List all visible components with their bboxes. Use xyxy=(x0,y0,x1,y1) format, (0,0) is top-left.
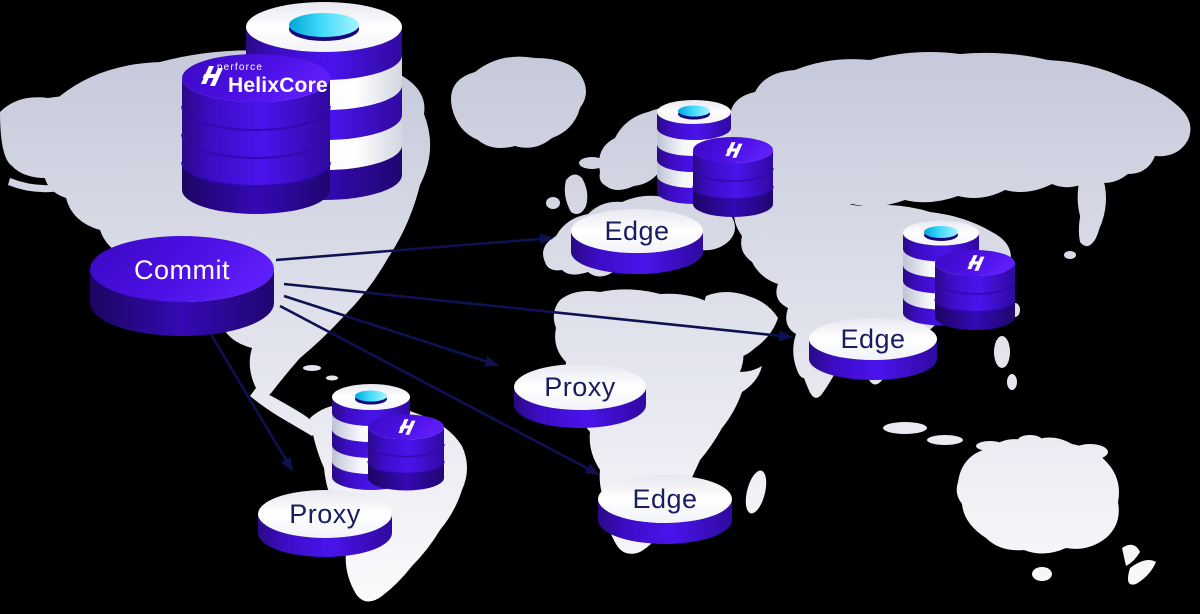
proxy-south-america-label: Proxy xyxy=(289,499,361,529)
proxy-africa-label: Proxy xyxy=(544,372,616,402)
landmass-central-america xyxy=(250,388,320,436)
edge-node-africa: Edge xyxy=(598,475,732,544)
landmass-caribbean xyxy=(303,365,321,371)
landmass-new-zealand xyxy=(1122,544,1140,566)
landmass-africa xyxy=(553,289,762,554)
platter-top-highlight xyxy=(924,226,958,238)
landmass-japan-south xyxy=(1064,251,1076,259)
world-map xyxy=(0,50,1191,602)
brand-company: perforce xyxy=(217,62,263,73)
helixcore-master-stack: perforce HelixCore xyxy=(181,2,402,214)
platter-top-highlight xyxy=(355,390,387,402)
proxy-south-america-database-stack xyxy=(332,384,445,491)
edge-europe-database-stack xyxy=(657,100,774,217)
landmass-new-zealand xyxy=(1128,560,1156,585)
arrow-commit-to-proxy-south-america xyxy=(207,330,294,472)
database-stack-purple xyxy=(934,250,1016,330)
landmass-greenland xyxy=(450,56,586,148)
landmass-japan xyxy=(1078,194,1102,247)
landmass-arctic-island xyxy=(132,70,168,86)
landmass-philippines xyxy=(994,336,1010,368)
landmass-indonesia xyxy=(927,435,963,445)
edge-asia-label: Edge xyxy=(840,324,905,354)
database-stack-purple xyxy=(692,137,774,217)
arrow-commit-to-edge-europe xyxy=(275,233,554,262)
platter-separators xyxy=(181,105,331,187)
commit-node: Commit xyxy=(90,236,274,336)
brand-product: HelixCore xyxy=(228,74,328,97)
landmass-ireland xyxy=(546,197,560,209)
landmass-madagascar xyxy=(745,470,767,514)
edge-node-asia: Edge xyxy=(809,318,937,380)
edge-asia-database-stack xyxy=(903,220,1016,330)
proxy-node-south-america: Proxy xyxy=(258,490,392,557)
database-stack-purple-branded: perforce HelixCore xyxy=(181,54,331,214)
landmass-uk xyxy=(564,174,588,214)
replication-arrows xyxy=(207,233,793,476)
edge-europe-label: Edge xyxy=(604,216,669,246)
commit-label: Commit xyxy=(134,255,230,285)
database-stack-purple xyxy=(367,414,445,491)
landmass-tasmania xyxy=(1032,567,1052,581)
landmass-philippines-south xyxy=(1007,374,1017,390)
arrow-commit-to-edge-asia xyxy=(283,282,793,342)
landmass-caribbean xyxy=(326,375,338,381)
arrow-commit-to-edge-africa xyxy=(279,304,600,476)
proxy-node-africa: Proxy xyxy=(514,364,646,428)
landmass-indonesia xyxy=(883,422,927,434)
landmass-australia xyxy=(956,437,1119,554)
landmass-iceland xyxy=(579,157,605,169)
arrow-commit-to-proxy-africa xyxy=(283,294,499,367)
landmass-russia xyxy=(695,52,1191,213)
edge-africa-label: Edge xyxy=(632,484,697,514)
edge-node-europe: Edge xyxy=(571,209,703,274)
platter-top-highlight xyxy=(289,13,359,37)
platter-top-highlight xyxy=(678,105,710,117)
